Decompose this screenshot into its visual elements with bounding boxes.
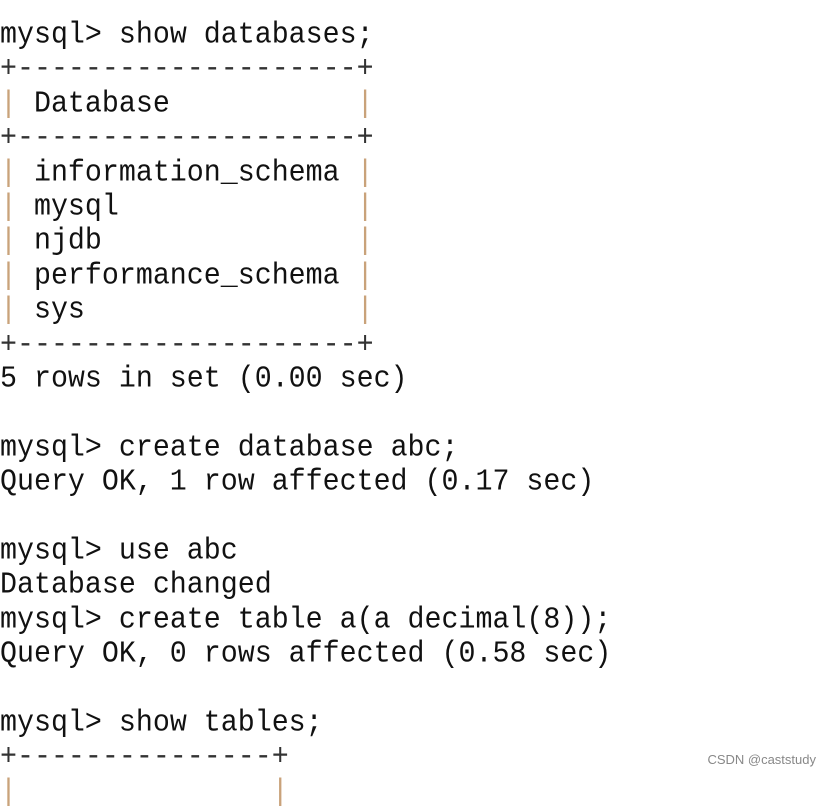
prompt: mysql> (0, 602, 119, 637)
table-row: | mysql | (0, 189, 611, 226)
table-pipe: | (0, 224, 17, 259)
table-row-partial: | | (0, 774, 289, 809)
table-cell: information_schema (16, 155, 357, 190)
command-line: mysql> create database abc; (0, 429, 611, 466)
table-row: | sys | (0, 292, 611, 329)
table-border: +---------------+ (0, 739, 289, 775)
table-pipe: | (356, 224, 374, 259)
table-border: +--------------------+ (0, 327, 374, 362)
table-pipe: | (0, 86, 17, 122)
table-pipe: | (356, 86, 374, 122)
table-pipe: | (0, 258, 17, 293)
column-header: Database (16, 86, 357, 122)
table-pipe: | (356, 189, 374, 225)
result-line: Database changed (0, 567, 272, 603)
prompt: mysql> (0, 430, 119, 465)
command: use abc (118, 533, 238, 569)
table-pipe: | (356, 155, 374, 190)
table-pipe: | (0, 155, 17, 190)
result-line: 5 rows in set (0.00 sec) (0, 361, 408, 397)
result-line: Query OK, 1 row affected (0.17 sec) (0, 464, 595, 500)
prompt: mysql> (0, 705, 119, 741)
table-pipe: | (356, 292, 374, 328)
command: show tables; (118, 705, 323, 741)
table-row: | performance_schema | (0, 257, 611, 294)
command-line: mysql> show tables; (0, 704, 611, 741)
prompt: mysql> (0, 17, 119, 53)
table-border: +--------------------+ (0, 120, 374, 156)
command-line: mysql> use abc (0, 532, 611, 569)
table-border: +--------------------+ (0, 52, 374, 87)
table-pipe: | (0, 292, 17, 328)
prompt: mysql> (0, 533, 119, 569)
blank-line (0, 395, 611, 432)
blank-line (0, 498, 611, 535)
table-row: | information_schema | (0, 154, 611, 191)
command-line: mysql> create table a(a decimal(8)); (0, 601, 611, 638)
command: create table a(a decimal(8)); (118, 602, 612, 637)
table-cell: mysql (16, 189, 357, 225)
command: show databases; (118, 17, 374, 53)
terminal-output: mysql> show databases; +----------------… (0, 18, 611, 809)
result-line: Query OK, 0 rows affected (0.58 sec) (0, 636, 612, 672)
table-row: | njdb | (0, 223, 611, 260)
command: create database abc; (118, 430, 459, 465)
table-pipe: | (356, 258, 374, 293)
command-line: mysql> show databases; (0, 17, 611, 54)
table-pipe: | (0, 189, 17, 225)
table-header: | Database | (0, 85, 611, 122)
watermark: CSDN @caststudy (707, 752, 816, 767)
blank-line (0, 670, 611, 707)
table-cell: sys (16, 292, 357, 328)
table-cell: performance_schema (16, 258, 357, 293)
table-cell: njdb (16, 224, 357, 259)
